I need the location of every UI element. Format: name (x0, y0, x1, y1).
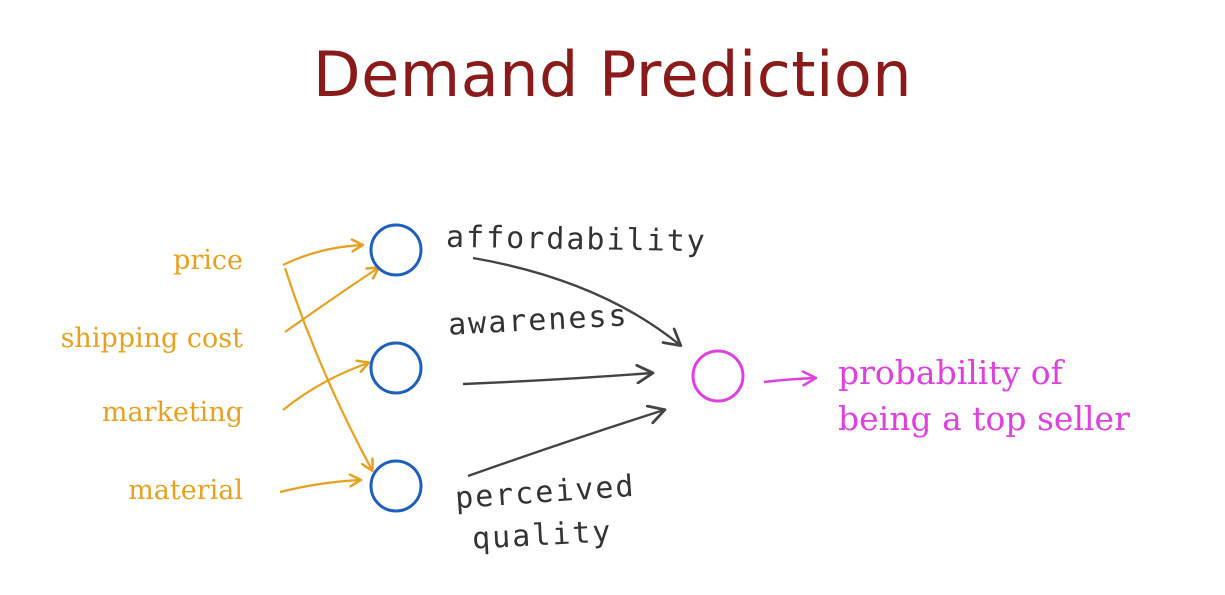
output-label-line-1: probability of (838, 353, 1063, 392)
input-label-marketing: marketing (101, 397, 243, 428)
page-title: Demand Prediction (312, 38, 913, 111)
output-label: probability of being a top seller (838, 350, 1130, 442)
edge-shipping-affordability (284, 268, 378, 333)
edge-material-perceived-quality (279, 480, 360, 494)
edge-awareness-output (462, 373, 652, 386)
output-label-line-2: being a top seller (838, 399, 1130, 438)
output-node (691, 349, 745, 403)
edge-marketing-awareness (282, 363, 368, 411)
hidden-label-affordability: affordability (445, 219, 708, 260)
edge-affordability-output (472, 256, 680, 345)
input-label-material: material (128, 475, 243, 506)
input-label-price: price (173, 245, 243, 276)
hidden-nodes (369, 223, 423, 513)
hidden-node-affordability (369, 223, 423, 277)
hidden-label-quality: quality (471, 514, 614, 557)
edge-price-perceived-quality (283, 267, 372, 470)
edge-output-prediction (763, 378, 815, 382)
hidden-edges (462, 256, 680, 478)
edge-price-affordability (282, 245, 362, 266)
edge-perceived-quality-output (467, 410, 664, 478)
input-edges (279, 245, 378, 494)
hidden-node-awareness (369, 341, 423, 395)
input-label-shipping-cost: shipping cost (60, 323, 243, 354)
hidden-node-perceived-quality (369, 459, 423, 513)
